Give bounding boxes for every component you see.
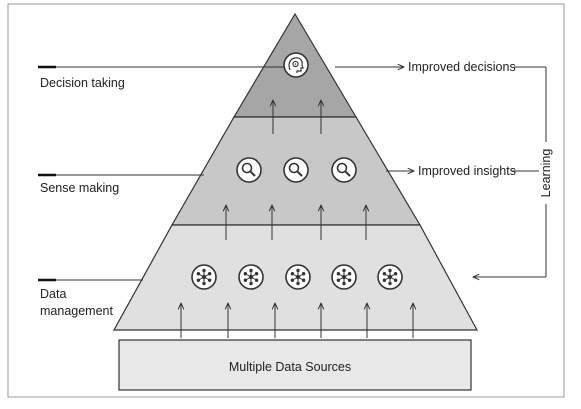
up-arrows-middle (226, 205, 366, 240)
level-label-decision: Decision taking (40, 76, 125, 90)
up-arrows-base (181, 303, 413, 338)
level-label-sense: Sense making (40, 181, 119, 195)
base-label: Multiple Data Sources (229, 360, 351, 374)
up-arrows-top (273, 100, 321, 134)
network-hub-icon (285, 264, 311, 290)
magnifier-icon (236, 157, 262, 183)
level-label-data-line2: management (40, 304, 113, 318)
output-label-sense: Improved insights (418, 164, 516, 178)
magnifier-icon (331, 157, 357, 183)
network-hub-icon (238, 264, 264, 290)
level-label-data-line1: Data (40, 287, 66, 301)
network-hub-icon (331, 264, 357, 290)
learning-label: Learning (539, 149, 553, 198)
output-label-decision: Improved decisions (408, 60, 516, 74)
learning-label-bg (539, 142, 553, 204)
outer-border (7, 3, 565, 398)
brain-gear-icon (283, 52, 309, 78)
network-hub-icon (377, 264, 403, 290)
network-hub-icons (191, 264, 403, 290)
base-box (118, 339, 472, 391)
magnifier-icon (283, 157, 309, 183)
network-hub-icon (191, 264, 217, 290)
